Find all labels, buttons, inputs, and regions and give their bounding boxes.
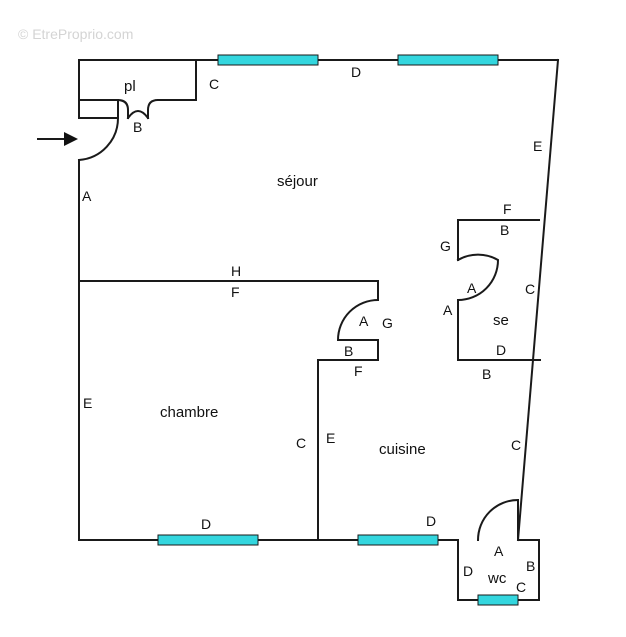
wall-label: C xyxy=(516,579,526,595)
wall-label: D xyxy=(201,516,211,532)
wall-label: A xyxy=(467,280,477,296)
wall-label: A xyxy=(359,313,369,329)
wall-label: C xyxy=(525,281,535,297)
window-wc xyxy=(477,594,519,606)
wall-label: F xyxy=(354,363,363,379)
wall-label: E xyxy=(533,138,542,154)
wall-label: B xyxy=(500,222,509,238)
closet-walls xyxy=(78,59,197,120)
wall-label: E xyxy=(83,395,92,411)
wall-label: G xyxy=(440,238,451,254)
room-chambre-label: chambre xyxy=(160,404,218,421)
wall-label: A xyxy=(82,188,92,204)
wall-label: F xyxy=(503,201,512,217)
wall-label: D xyxy=(426,513,436,529)
interior-walls xyxy=(78,219,541,541)
window-chambre xyxy=(157,534,259,546)
window-top-right xyxy=(397,54,499,66)
wall-label: H xyxy=(231,263,241,279)
room-cuisine-label: cuisine xyxy=(379,441,426,458)
wall-label: D xyxy=(496,342,506,358)
wall-label: G xyxy=(382,315,393,331)
wall-label: F xyxy=(231,284,240,300)
watermark: © EtreProprio.com xyxy=(18,26,133,42)
window-top-left xyxy=(217,54,319,66)
room-wc-label: wc xyxy=(487,570,507,587)
wall-label: D xyxy=(351,64,361,80)
room-se-label: se xyxy=(493,312,509,329)
wall-label: A xyxy=(443,302,453,318)
wall-label: A xyxy=(494,543,504,559)
wall-label: B xyxy=(526,558,535,574)
wall-label: C xyxy=(511,437,521,453)
wall-label: D xyxy=(463,563,473,579)
wall-label: B xyxy=(482,366,491,382)
wall-label: B xyxy=(344,343,353,359)
entry-door xyxy=(37,116,120,162)
room-pl-label: pl xyxy=(124,78,136,95)
wall-label: B xyxy=(133,119,142,135)
window-cuisine xyxy=(357,534,439,546)
room-sejour-label: séjour xyxy=(277,173,318,190)
windows xyxy=(157,54,519,606)
wall-label: C xyxy=(296,435,306,451)
wall-label: C xyxy=(209,76,219,92)
wall-label: E xyxy=(326,430,335,446)
